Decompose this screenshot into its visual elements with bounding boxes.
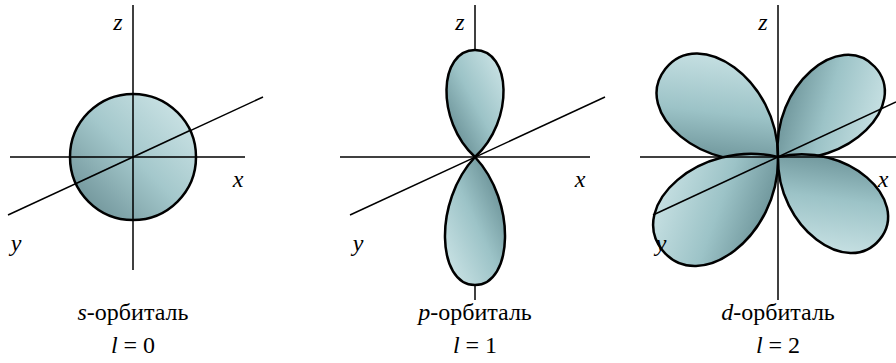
text-run: -орбиталь [430,299,532,325]
text-run: -орбиталь [87,299,189,325]
text-run: -орбиталь [733,299,835,325]
orbital-caption: d-орбиталь [721,300,835,324]
text-run: y [656,230,667,256]
text-run: x [878,166,889,192]
axis-label: x [233,167,244,191]
text-run: = 2 [763,332,801,358]
text-run: z [758,9,767,35]
quantum-number: l = 1 [453,333,497,357]
axis-label: z [758,10,767,34]
axis-label: x [575,167,586,191]
d-orbital [634,34,896,285]
axis-label: y [11,231,22,255]
text-run: x [575,166,586,192]
text-run: d [721,299,733,325]
quantum-number: l = 2 [756,333,800,357]
text-run: = 0 [118,332,156,358]
text-run: l [453,332,460,358]
text-run: = 1 [460,332,498,358]
text-run: y [11,230,22,256]
axis-label: z [113,10,122,34]
orbital-caption: s-орбиталь [78,300,189,324]
axis-label: y [656,231,667,255]
text-run: z [455,9,464,35]
text-run: p [418,299,430,325]
text-run: s [78,299,87,325]
s-orbital [70,94,196,220]
axis-label: z [455,10,464,34]
text-run: z [113,9,122,35]
orbital-caption: p-орбиталь [418,300,532,324]
axis-label: y [353,231,364,255]
axis-label: x [878,167,889,191]
text-run: l [111,332,118,358]
axes [8,5,778,300]
text-run: l [756,332,763,358]
quantum-number: l = 0 [111,333,155,357]
text-run: y [353,230,364,256]
text-run: x [233,166,244,192]
